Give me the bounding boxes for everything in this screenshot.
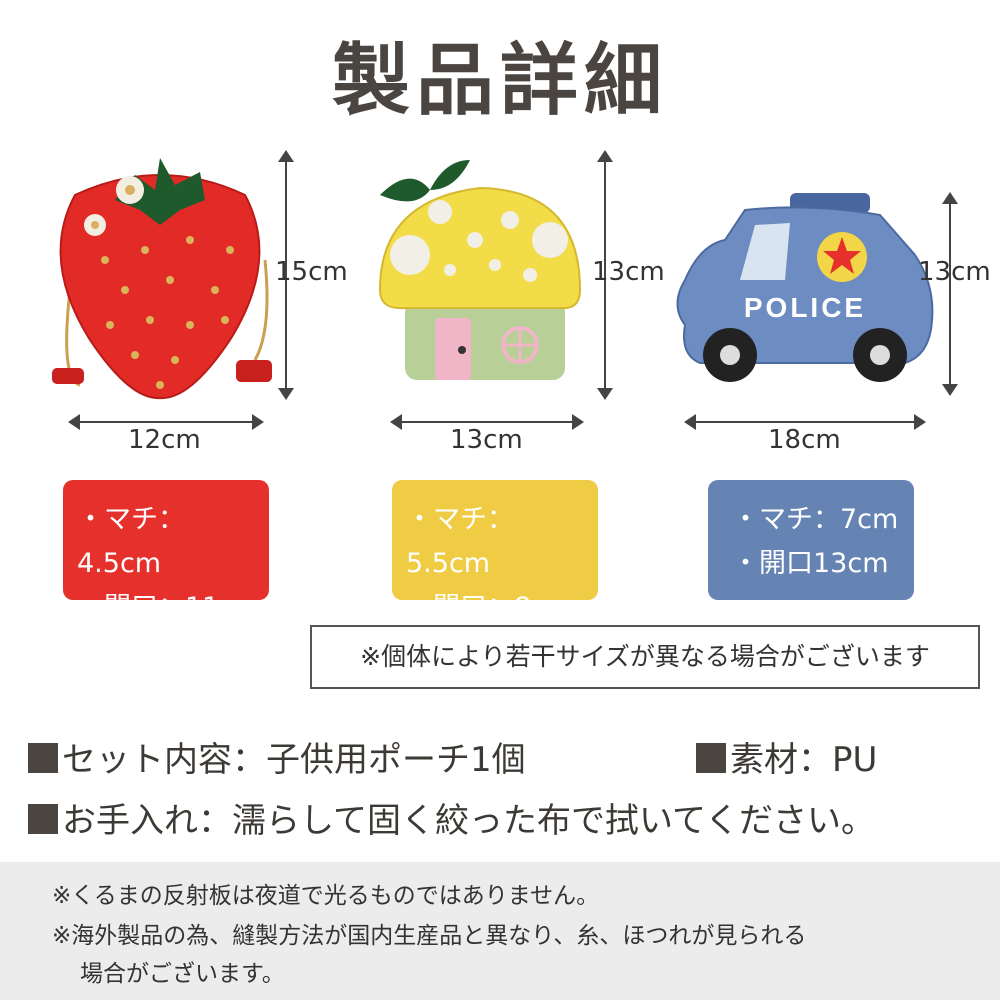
strawberry-height-arrow [278,150,294,400]
mushroom-gusset: ・マチ：5.5cm [406,504,514,579]
bullet-square-icon [28,743,58,773]
police-car-width-label: 18cm [768,425,841,455]
footer-notes: ※くるまの反射板は夜道で光るものではありません。 ※海外製品の為、縫製方法が国内… [0,862,1000,1000]
set-contents: セット内容：子供用ポーチ1個 [28,732,526,781]
size-variance-notice: ※個体により若干サイズが異なる場合がございます [310,625,980,689]
material-text: 素材：PU [730,740,878,780]
strawberry-height-label: 15cm [275,257,348,287]
footer-note-3: 場合がございます。 [80,961,285,987]
mushroom-width-label: 13cm [450,425,523,455]
police-car-height-arrow [942,192,958,396]
care-instructions: お手入れ：濡らして固く絞った布で拭いてください。 [28,793,875,842]
mushroom-pouch-image [378,160,582,380]
mushroom-height-label: 13cm [592,257,665,287]
mushroom-height-arrow [597,150,613,400]
footer-note-1: ※くるまの反射板は夜道で光るものではありません。 [52,883,600,909]
strawberry-pouch-image [52,158,272,400]
mushroom-spec-box: ・マチ：5.5cm ・開口：8cm [392,480,598,623]
bullet-square-icon [696,743,726,773]
police-car-height-label: 13cm [918,257,991,287]
police-text: POLICE [744,292,866,323]
strawberry-width-arrow [68,414,264,430]
footer-note-2: ※海外製品の為、縫製方法が国内生産品と異なり、糸、ほつれが見られる [52,923,807,949]
strawberry-width-label: 12cm [128,425,201,455]
page-title: 製品詳細 [331,36,668,126]
mushroom-width-arrow [390,414,584,430]
strawberry-spec-box: ・マチ：4.5cm ・開口：11cm [63,480,269,623]
strawberry-gusset: ・マチ：4.5cm [77,504,185,579]
police-car-gusset: ・マチ：7cm [732,504,899,535]
strawberry-opening: ・開口：11cm [77,592,261,623]
care-text: お手入れ：濡らして固く絞った布で拭いてください。 [62,801,875,841]
police-car-width-arrow [684,414,926,430]
police-car-spec-box: ・マチ：7cm ・開口13cm [708,480,914,600]
mushroom-opening: ・開口：8cm [406,592,573,623]
police-car-opening: ・開口13cm [732,548,889,579]
material: 素材：PU [696,732,877,781]
bullet-square-icon [28,804,58,834]
set-contents-text: セット内容：子供用ポーチ1個 [62,740,526,780]
police-car-pouch-image: POLICE [676,193,934,382]
